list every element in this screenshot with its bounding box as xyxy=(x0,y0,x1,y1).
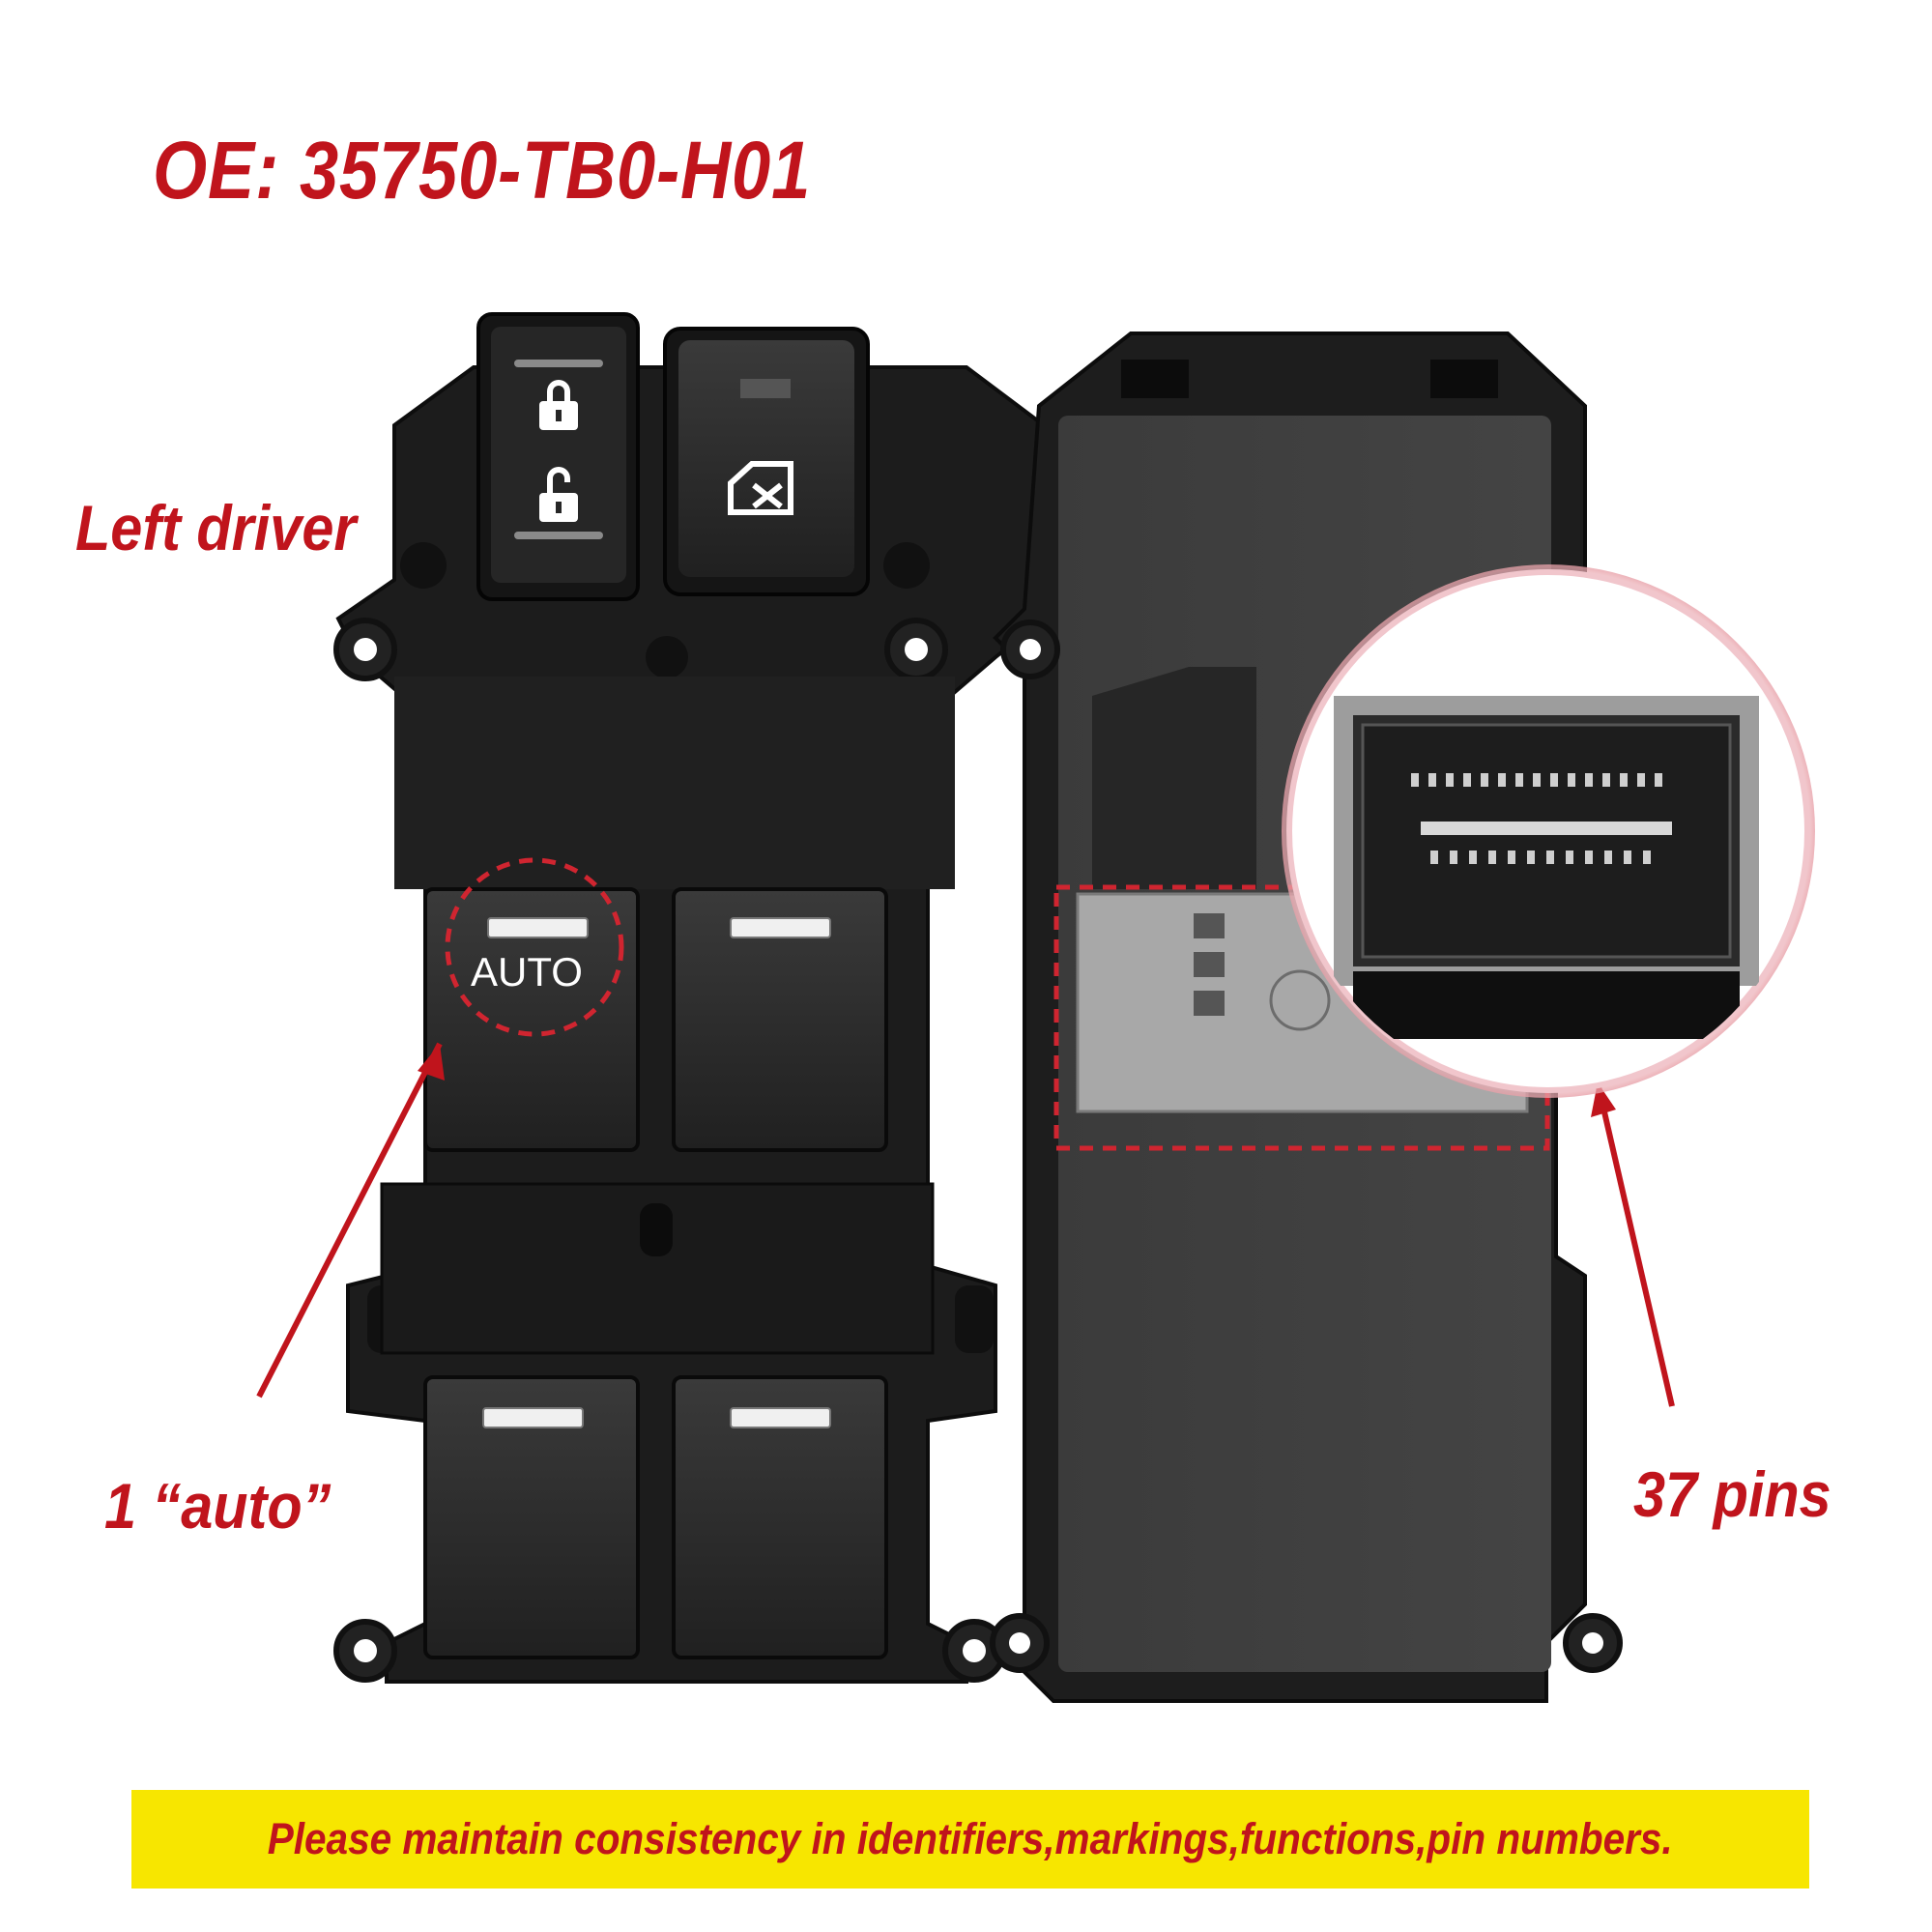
auto-count-label: 1 “auto” xyxy=(104,1470,332,1542)
window-switch-passenger[interactable] xyxy=(672,887,888,1152)
auto-button-label: AUTO xyxy=(471,949,583,995)
front-switch-panel: AUTO xyxy=(256,312,1046,1684)
window-switch-driver[interactable]: AUTO xyxy=(423,887,640,1152)
connector-zoom-inset xyxy=(1282,564,1815,1098)
window-lock-icon xyxy=(728,461,793,515)
oe-part-number-title: OE: 35750-TB0-H01 xyxy=(153,125,812,216)
unlock-icon xyxy=(539,467,578,522)
auto-pointer-arrow xyxy=(256,1042,445,1399)
window-lock-button[interactable] xyxy=(663,327,870,596)
pin-count-label: 37 pins xyxy=(1633,1458,1831,1530)
door-lock-rocker[interactable] xyxy=(476,312,640,601)
notice-text: Please maintain consistency in identifie… xyxy=(268,1814,1673,1863)
window-switch-rear-right[interactable] xyxy=(672,1375,888,1659)
window-switch-rear-left[interactable] xyxy=(423,1375,640,1659)
left-driver-label: Left driver xyxy=(75,492,357,563)
auto-highlight-circle xyxy=(445,857,624,1037)
connector-pins xyxy=(1411,773,1662,864)
pins-pointer-arrow xyxy=(1591,1081,1675,1407)
notice-banner: Please maintain consistency in identifie… xyxy=(131,1790,1809,1889)
lock-icon xyxy=(539,380,578,430)
